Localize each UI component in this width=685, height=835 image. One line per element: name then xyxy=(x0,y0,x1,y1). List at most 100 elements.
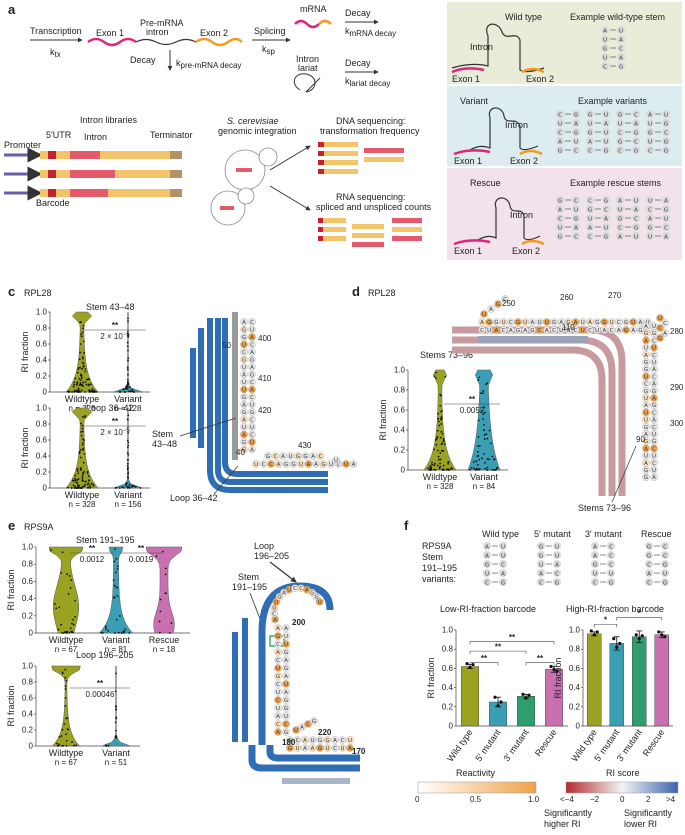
c-nt xyxy=(286,452,295,460)
e-nt-base: G xyxy=(276,674,280,680)
d-nt-base: C xyxy=(509,320,513,326)
e1-wildtype-violin-point xyxy=(71,630,73,633)
d-nt-base: G xyxy=(644,425,648,431)
panel-c: c RPL28 Stem 43–48 Loop 36–42 00.20.40.6… xyxy=(8,284,358,509)
rescue-stem-3-base-left: A xyxy=(618,235,622,241)
d-num-270: 270 xyxy=(608,291,622,300)
ri-tick-5: >4 xyxy=(666,795,676,804)
e2-wildtype-violin-point xyxy=(64,688,67,690)
variant-stem-4-base-right: G xyxy=(664,122,668,128)
variant-stem-4-nt-left xyxy=(646,128,654,136)
c2-wildtype-violin-point xyxy=(79,448,82,451)
c2-wildtype-violin-point xyxy=(80,422,82,425)
e1-sig1-stars: ** xyxy=(89,544,96,553)
d1-variant-violin-point xyxy=(482,452,485,455)
e-nt-base: A xyxy=(276,650,280,656)
c1-wildtype-violin-point xyxy=(81,367,83,370)
d1-variant-violin-point xyxy=(483,434,486,436)
e1-wildtype-violin-point xyxy=(74,616,77,618)
lariat-shape xyxy=(293,73,321,93)
c1-sig-pvalue-base: 2 × 10 xyxy=(100,332,123,341)
rescue-stem-4-nt-right xyxy=(662,223,670,231)
d1-variant-violin-point xyxy=(476,455,479,458)
d1-wildtype-violin-point xyxy=(438,458,440,461)
variant-stem-1-nt-right xyxy=(572,146,580,154)
c2-wildtype-label: Wildtype xyxy=(65,490,100,500)
c1-variant-violin-point xyxy=(127,373,129,376)
d1-wildtype-violin-point xyxy=(439,462,441,465)
c1-sig-pvalue: 2 × 10−5 xyxy=(100,332,130,341)
reactivity-colorbar xyxy=(417,781,537,794)
d1-wildtype-violin-point xyxy=(433,375,436,378)
variant-stem-3-base-left: U xyxy=(618,122,622,128)
e1-variant-violin-point xyxy=(115,618,118,621)
f-high-tick-label: 0.6 xyxy=(569,664,581,673)
d-nt-base: A xyxy=(644,446,648,452)
d-nt-base: C xyxy=(644,382,648,388)
e-nt xyxy=(274,712,282,720)
wt-stem-base-left: U xyxy=(603,56,607,62)
c1-sig-pvalue-exp: −5 xyxy=(123,332,131,338)
c1-wildtype-violin-point xyxy=(81,331,84,334)
c-nt-base: G xyxy=(291,462,295,468)
d-nt-base: U xyxy=(610,320,614,326)
variant-stem-1-base-right: G xyxy=(574,131,578,137)
d1-tick-label: 0.8 xyxy=(394,386,406,395)
f-stem-2-nt-left xyxy=(537,578,545,586)
c-nt xyxy=(240,438,248,446)
c1-variant-violin-point xyxy=(126,366,129,369)
d-nt-base: A xyxy=(639,320,643,326)
e-nt-base: A xyxy=(276,730,280,736)
d1-wildtype-violin-point xyxy=(437,417,440,420)
d-nt-base: G xyxy=(530,328,534,334)
f-stem-2-base-left: U xyxy=(539,563,543,569)
e-nt-base: U xyxy=(348,738,352,744)
d1-variant-violin-point xyxy=(482,390,485,392)
e1-rescue-n: n = 18 xyxy=(153,645,176,654)
e-nt-base: U xyxy=(310,738,314,744)
e-nt-base: U xyxy=(284,642,288,648)
c2-variant-violin-point xyxy=(126,418,129,421)
c-nt-base: A xyxy=(250,335,254,341)
d1-variant-violin-point xyxy=(493,468,496,471)
variant-stem-4-nt-left xyxy=(646,137,654,145)
rescue-stem-4-nt-left xyxy=(646,232,654,240)
e-nt-base: G xyxy=(318,746,322,752)
f-stem-4-nt-left xyxy=(645,551,653,559)
e-nt-base: G xyxy=(272,606,276,612)
e-nt-base: G xyxy=(312,719,316,725)
f-stem-3-base-left: U xyxy=(593,572,597,578)
f-stem-2-nt-left xyxy=(537,551,545,559)
rescue-stem-1-base-right: C xyxy=(574,235,578,241)
f-low-replicate-point xyxy=(527,693,531,697)
f-row-label-3: 191–195 xyxy=(422,563,457,573)
c-nt xyxy=(316,452,325,460)
variant-stem-4-base-left: U xyxy=(648,122,652,128)
d-nt xyxy=(487,305,495,313)
d1-wildtype-violin-body xyxy=(423,369,457,471)
c-num-410: 410 xyxy=(258,374,272,383)
e1-variant-violin-point xyxy=(117,565,119,568)
c2-sig-pvalue: 2 × 10−5 xyxy=(100,428,130,437)
e1-wildtype-violin-point xyxy=(68,574,71,577)
rescue-stem-2-nt-left xyxy=(586,232,594,240)
c2-variant-violin-point xyxy=(126,462,129,465)
e-nt-base: A xyxy=(303,746,307,752)
f-low-sig-stars: ** xyxy=(537,654,544,663)
e-num-200: 200 xyxy=(292,618,306,627)
e1-rescue-violin-points xyxy=(155,550,173,634)
d-nt xyxy=(650,473,658,481)
intron-lariat-label: Intron xyxy=(296,54,319,64)
d1-variant-violin-point xyxy=(476,468,478,471)
e2-wildtype-violin-point xyxy=(58,736,61,738)
rescue-stem-2-base-right: G xyxy=(604,199,608,205)
transcription-label: Transcription xyxy=(30,26,82,36)
c1-wildtype-violin-point xyxy=(79,373,82,376)
panel-a: a Transcription ktx Pre-mRNA intron Exon… xyxy=(4,2,432,247)
res-exon2-strand xyxy=(521,239,545,246)
d-nt-base: U xyxy=(644,410,648,416)
wt-stem-base-right: A xyxy=(619,38,623,44)
d1-wildtype-violin-point xyxy=(427,467,430,470)
